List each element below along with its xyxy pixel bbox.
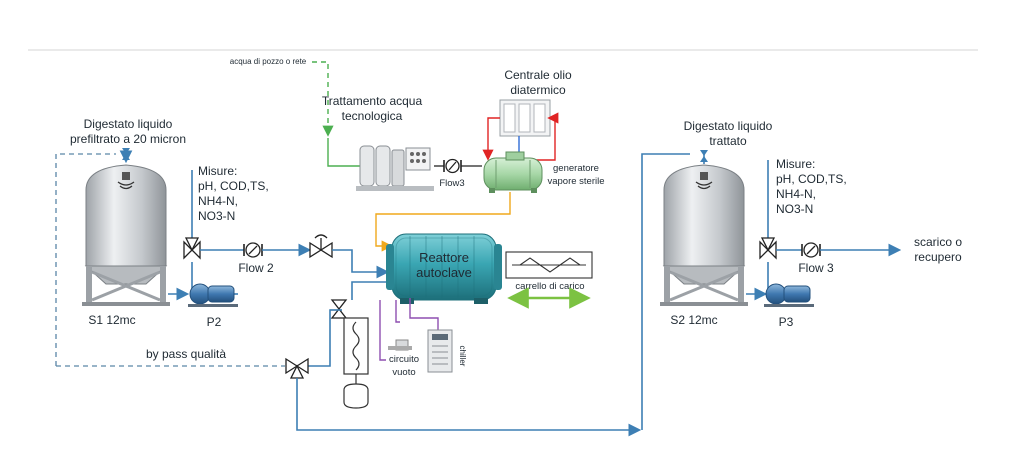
measures-left-line: Misure: — [198, 164, 237, 178]
flow3-label: Flow 3 — [798, 261, 834, 275]
reactor-label-1: Reattore — [419, 250, 469, 265]
flow2-label: Flow 2 — [238, 261, 274, 275]
water-source-label: acqua di pozzo o rete — [230, 57, 307, 66]
discharge-label-1: scarico o — [914, 235, 962, 249]
bypass-loop-line — [55, 153, 116, 366]
chiller-line — [409, 298, 439, 330]
chiller-unit — [427, 329, 453, 373]
steam-generator — [483, 151, 543, 193]
generator-label-1: generatore — [553, 163, 599, 174]
measures-right-line: NO3-N — [776, 202, 813, 216]
generator-label-2: vapore sterile — [547, 176, 604, 187]
cart-label: carrello di carico — [515, 281, 584, 292]
bypass-valve — [285, 357, 309, 379]
steam-line — [375, 192, 511, 252]
reactor-feed-line — [332, 249, 390, 279]
digestate-out-label-1: Digestato liquido — [684, 119, 773, 133]
loading-cart — [505, 251, 593, 279]
three-way-valve-left — [183, 237, 201, 260]
tank-s2 — [660, 164, 748, 306]
treatment-label-2: tecnologica — [342, 109, 403, 123]
oil-supply-line — [482, 117, 500, 161]
reactor-label-2: autoclave — [416, 265, 472, 280]
treatment-label-1: Trattamento acqua — [322, 94, 423, 108]
vacuum-pump — [388, 339, 412, 351]
vacuum-line — [379, 300, 386, 361]
vacuum-label-1: circuito — [389, 354, 419, 365]
central-oil-label-2: diatermico — [510, 83, 566, 97]
reactor-outlet-line — [351, 281, 386, 300]
measures-left-line: NO3-N — [198, 209, 235, 223]
central-oil-unit — [499, 99, 551, 137]
water-source-line — [312, 61, 334, 137]
digestate-in-label-1: Digestato liquido — [84, 117, 173, 131]
digestate-out-label-2: trattato — [709, 134, 747, 148]
measures-left-line: NH4-N, — [198, 194, 238, 208]
water-treatment-unit — [356, 145, 434, 191]
discharge-label-2: recupero — [914, 250, 962, 264]
s1-label: S1 12mc — [88, 313, 135, 327]
measures-left-line: pH, COD,TS, — [198, 179, 269, 193]
measures-right: Misure: pH, COD,TS, NH4-N, NO3-N — [776, 157, 847, 216]
oil-return-line — [526, 112, 559, 161]
central-oil-label-1: Centrale olio — [504, 68, 572, 82]
measures-right-line: NH4-N, — [776, 187, 816, 201]
flow-meter-flow3 — [801, 242, 821, 258]
measures-right-line: pH, COD,TS, — [776, 172, 847, 186]
pump-p2 — [188, 283, 238, 307]
s2-feed-line — [641, 153, 690, 430]
three-way-valve-right — [759, 237, 777, 260]
measures-left: Misure: pH, COD,TS, NH4-N, NO3-N — [198, 164, 269, 223]
vacuum-label-2: vuoto — [392, 367, 415, 378]
return-line — [296, 378, 642, 437]
measures-right-line: Misure: — [776, 157, 815, 171]
digestate-in-label-2: prefiltrato a 20 micron — [70, 132, 186, 146]
reactor-autoclave — [386, 233, 502, 304]
flow-meter-flow2 — [243, 242, 263, 258]
p2-label: P2 — [207, 315, 222, 329]
condenser — [343, 317, 369, 375]
outlet-valve — [330, 299, 348, 319]
collection-vessel — [343, 383, 369, 409]
tank-s1 — [82, 164, 170, 306]
treatment-feed-line — [327, 138, 360, 167]
flow3-small-label: Flow3 — [439, 178, 464, 189]
p3-label: P3 — [779, 315, 794, 329]
s2-label: S2 12mc — [670, 313, 717, 327]
bypass-label: by pass qualità — [146, 347, 226, 361]
pump-p3 — [764, 283, 814, 307]
chiller-label: chiller — [458, 346, 467, 367]
flow-meter-flow3-small — [443, 158, 462, 174]
inlet-valve — [309, 234, 333, 259]
